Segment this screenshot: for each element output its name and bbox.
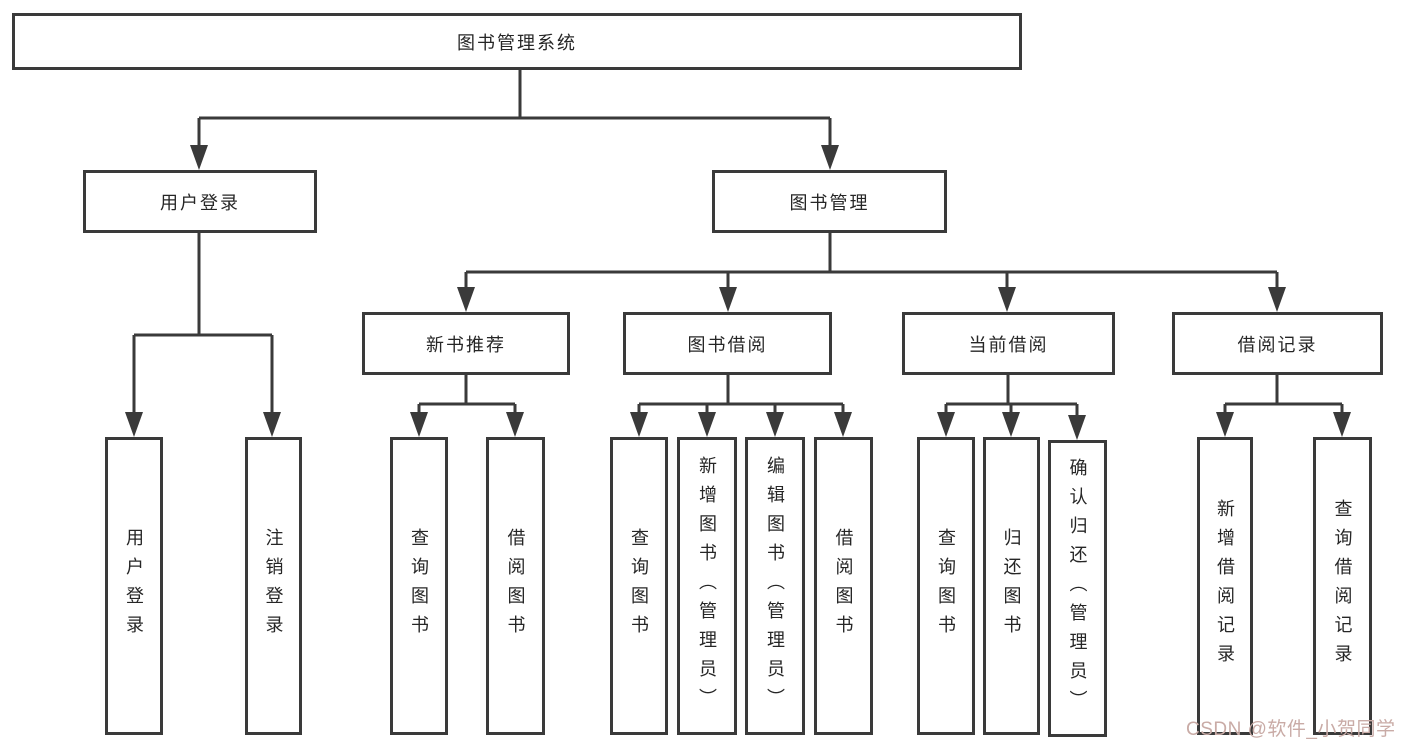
leaf-cb-confirm-return-label: 确认归还（管理员） [1067, 458, 1088, 719]
node-user-login: 用户登录 [83, 170, 317, 233]
leaf-bb-edit-book-label: 编辑图书（管理员） [765, 455, 785, 717]
node-borrow-record-label: 借阅记录 [1237, 334, 1318, 355]
leaf-nbr-borrow-book: 借阅图书 [486, 437, 545, 735]
arrow-icon [821, 145, 839, 170]
connector-new-book-rec [417, 375, 517, 419]
node-current-borrow: 当前借阅 [902, 312, 1115, 375]
leaf-cb-confirm-return: 确认归还（管理员） [1048, 440, 1107, 737]
node-book-borrow-label: 图书借阅 [687, 334, 768, 355]
connector-book-borrow [637, 375, 845, 419]
node-current-borrow-label: 当前借阅 [968, 334, 1049, 355]
leaf-cb-query-book-label: 查询图书 [936, 528, 956, 644]
node-new-book-rec-label: 新书推荐 [426, 334, 506, 355]
arrow-icon [457, 287, 475, 312]
leaf-cb-return-book-label: 归还图书 [1001, 528, 1022, 644]
arrow-icon [937, 412, 955, 437]
arrow-icon [506, 412, 524, 437]
connector-current-borrow [944, 375, 1079, 422]
leaf-br-add-record: 新增借阅记录 [1197, 437, 1253, 735]
leaf-bb-query-book-label: 查询图书 [629, 528, 649, 644]
leaf-logout: 注销登录 [245, 437, 302, 735]
connector-book-mgmt [464, 233, 1279, 294]
connector-borrow-record [1223, 375, 1344, 419]
arrow-icon [698, 412, 716, 437]
node-root-label: 图书管理系统 [457, 32, 577, 53]
leaf-bb-add-book: 新增图书（管理员） [677, 437, 737, 735]
arrow-icon [834, 412, 852, 437]
arrow-icon [998, 287, 1016, 312]
node-book-mgmt-label: 图书管理 [789, 192, 870, 213]
node-user-login-label: 用户登录 [160, 192, 240, 213]
leaf-nbr-borrow-book-label: 借阅图书 [505, 528, 526, 644]
arrowheads [125, 145, 1351, 440]
leaf-nbr-query-book: 查询图书 [390, 437, 448, 735]
leaf-logout-label: 注销登录 [263, 528, 284, 644]
node-book-mgmt: 图书管理 [712, 170, 947, 233]
node-book-borrow: 图书借阅 [623, 312, 832, 375]
arrow-icon [410, 412, 428, 437]
arrow-icon [1268, 287, 1286, 312]
leaf-br-add-record-label: 新增借阅记录 [1215, 499, 1235, 673]
leaf-cb-return-book: 归还图书 [983, 437, 1040, 735]
node-borrow-record: 借阅记录 [1172, 312, 1383, 375]
arrow-icon [1216, 412, 1234, 437]
leaf-nbr-query-book-label: 查询图书 [409, 528, 429, 644]
arrow-icon [263, 412, 281, 437]
arrow-icon [1068, 415, 1086, 440]
arrow-icon [630, 412, 648, 437]
leaf-bb-borrow-book: 借阅图书 [814, 437, 873, 735]
leaf-cb-query-book: 查询图书 [917, 437, 975, 735]
arrow-icon [125, 412, 143, 437]
arrow-icon [1002, 412, 1020, 437]
node-new-book-rec: 新书推荐 [362, 312, 570, 375]
csdn-watermark: CSDN @软件_小贺同学 [1186, 719, 1396, 740]
arrow-icon [1333, 412, 1351, 437]
arrow-icon [766, 412, 784, 437]
leaf-user-login: 用户登录 [105, 437, 163, 735]
leaf-bb-query-book: 查询图书 [610, 437, 668, 735]
leaf-bb-borrow-book-label: 借阅图书 [833, 528, 854, 644]
leaf-bb-edit-book: 编辑图书（管理员） [745, 437, 805, 735]
leaf-bb-add-book-label: 新增图书（管理员） [697, 455, 717, 717]
connector-user-login [132, 233, 274, 419]
leaf-br-query-record-label: 查询借阅记录 [1332, 499, 1353, 673]
node-root: 图书管理系统 [12, 13, 1022, 70]
connector-root [197, 70, 832, 415]
arrow-icon [190, 145, 208, 170]
leaf-br-query-record: 查询借阅记录 [1313, 437, 1372, 735]
leaf-user-login-label: 用户登录 [124, 528, 144, 644]
arrow-icon [719, 287, 737, 312]
